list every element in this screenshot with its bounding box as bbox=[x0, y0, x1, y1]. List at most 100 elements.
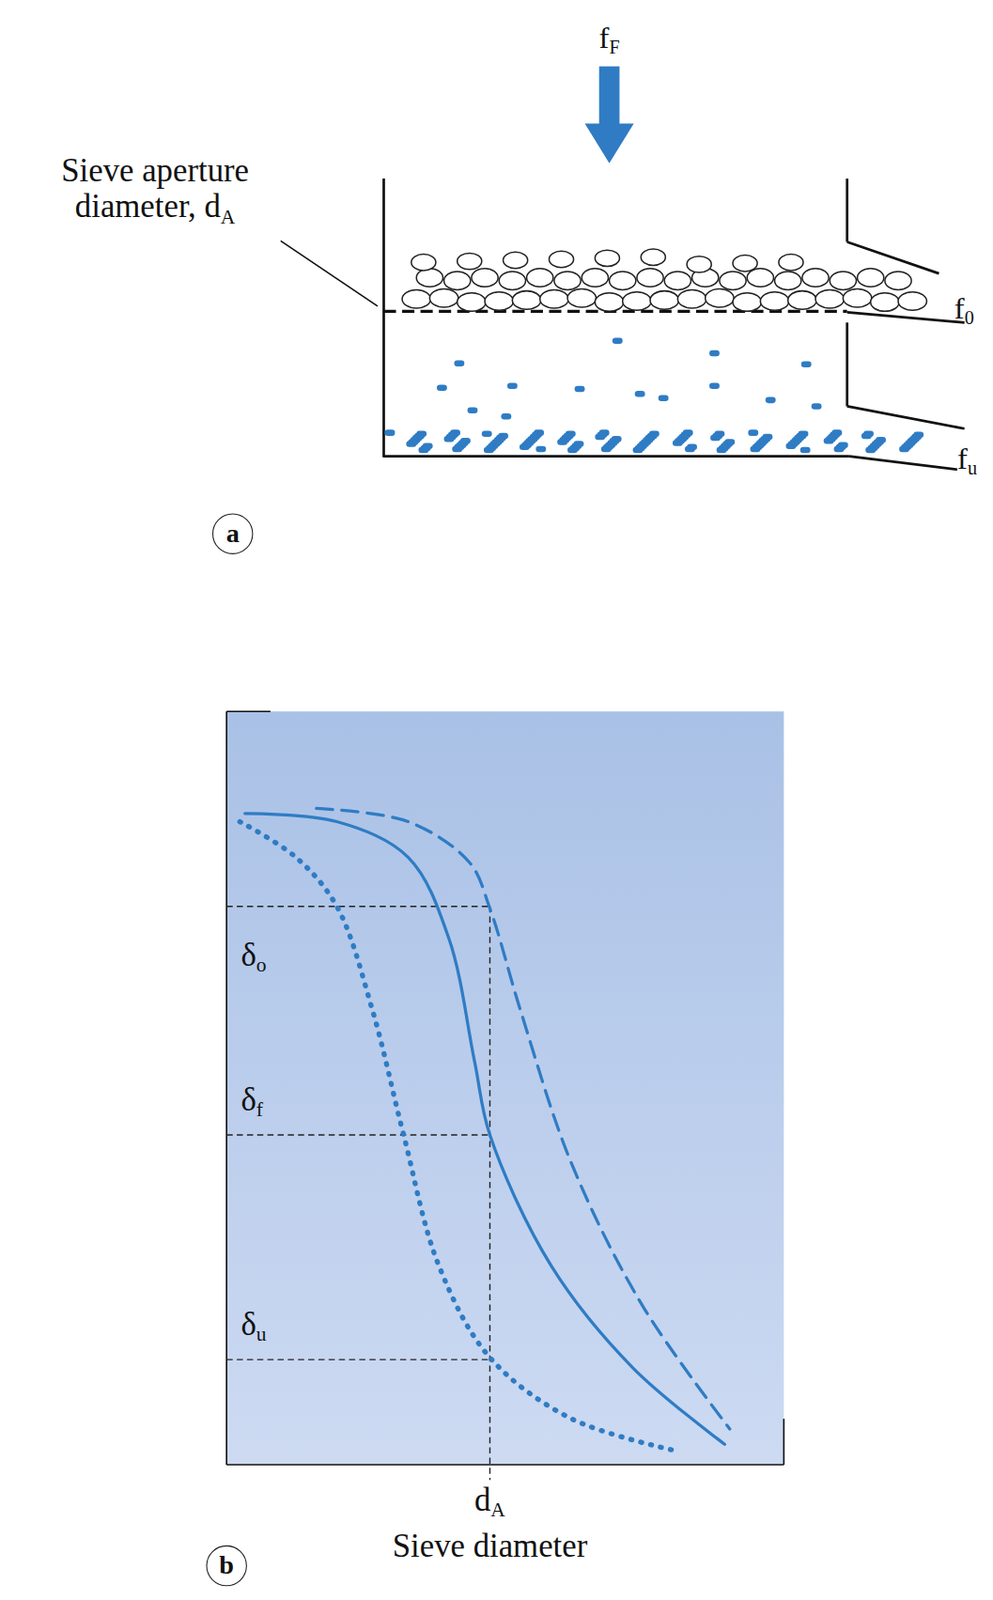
fine-particle bbox=[765, 397, 776, 404]
fine-particle bbox=[500, 413, 512, 420]
axis-value: δu bbox=[240, 1306, 266, 1347]
coarse-particle bbox=[540, 290, 569, 310]
coarse-particle bbox=[527, 268, 554, 288]
fine-particle bbox=[861, 433, 872, 440]
fine-particle bbox=[750, 446, 761, 453]
fine-particle bbox=[519, 444, 530, 451]
fine-particle bbox=[823, 437, 835, 445]
fine-particle bbox=[635, 390, 646, 398]
coarse-particle bbox=[498, 271, 526, 291]
coarse-particles bbox=[402, 248, 927, 311]
fine-particle bbox=[865, 447, 876, 454]
coarse-particle bbox=[512, 291, 541, 311]
axis-title: Sieve diameter bbox=[392, 1527, 589, 1564]
coarse-particle bbox=[471, 268, 498, 288]
fine-particle bbox=[716, 447, 728, 454]
fine-particles bbox=[385, 338, 925, 454]
fine-particle bbox=[594, 434, 606, 441]
coarse-particle bbox=[870, 293, 900, 312]
coarse-particle bbox=[842, 288, 871, 308]
fine-particle bbox=[574, 386, 586, 393]
coarse-particle bbox=[402, 290, 431, 310]
fine-particle bbox=[710, 434, 721, 442]
coarse-particle bbox=[457, 293, 486, 312]
coarse-particle bbox=[705, 288, 734, 308]
fine-particle bbox=[535, 446, 546, 453]
fine-particle bbox=[453, 359, 465, 367]
coarse-particle bbox=[636, 268, 664, 288]
fine-particle bbox=[444, 435, 455, 443]
coarse-particle bbox=[554, 271, 581, 291]
fine-particle bbox=[483, 447, 495, 454]
curve bbox=[316, 807, 730, 1429]
fine-particle bbox=[800, 447, 811, 454]
coarse-particle bbox=[429, 288, 458, 308]
flow-label: fF bbox=[599, 20, 621, 59]
coarse-particle bbox=[719, 271, 746, 291]
coarse-particle bbox=[411, 254, 436, 271]
fine-particle bbox=[834, 446, 845, 453]
fine-particle bbox=[385, 429, 396, 436]
fine-particle bbox=[786, 442, 797, 450]
fine-particle bbox=[633, 447, 644, 454]
coarse-particle bbox=[760, 292, 789, 311]
axis-value: δf bbox=[240, 1082, 264, 1122]
flow-label: f0 bbox=[954, 291, 975, 329]
fine-particle bbox=[747, 429, 759, 436]
coarse-particle bbox=[829, 271, 856, 291]
coarse-particle bbox=[815, 290, 844, 310]
fine-particle bbox=[418, 447, 429, 454]
axis-value: dA bbox=[474, 1481, 506, 1521]
fine-particle bbox=[709, 350, 720, 357]
fine-particle bbox=[899, 446, 910, 453]
coarse-particle bbox=[664, 271, 691, 291]
coarse-particle bbox=[884, 271, 912, 291]
coarse-particle bbox=[594, 249, 620, 266]
coarse-particle bbox=[416, 268, 443, 288]
coarse-particle bbox=[686, 256, 712, 273]
coarse-particle bbox=[503, 251, 528, 268]
coarse-particle bbox=[677, 290, 706, 310]
fine-particle bbox=[507, 382, 518, 389]
fine-particle bbox=[658, 394, 669, 402]
fine-particle bbox=[451, 446, 463, 453]
coarse-particle bbox=[622, 292, 652, 311]
coarse-particle bbox=[788, 291, 817, 311]
sieve-box bbox=[280, 178, 965, 470]
feed-arrow bbox=[585, 66, 635, 164]
coarse-particle bbox=[548, 250, 574, 267]
fine-particle bbox=[801, 361, 812, 369]
fine-particle bbox=[612, 338, 623, 345]
aperture-label: Sieve aperture diameter, dA bbox=[22, 153, 288, 229]
panel-letter: a bbox=[212, 512, 253, 554]
fine-particle bbox=[436, 385, 448, 392]
flow-label: fu bbox=[957, 440, 978, 479]
fine-particle bbox=[567, 447, 578, 454]
coarse-particle bbox=[732, 293, 761, 312]
coarse-particle bbox=[581, 268, 608, 288]
fine-particle bbox=[672, 439, 683, 447]
coarse-particle bbox=[457, 252, 482, 269]
coarse-particle bbox=[775, 271, 802, 291]
coarse-particle bbox=[650, 291, 679, 311]
coarse-particle bbox=[640, 248, 666, 265]
curve bbox=[239, 822, 679, 1452]
coarse-particle bbox=[484, 292, 513, 311]
coarse-particle bbox=[609, 271, 637, 291]
plot bbox=[226, 711, 784, 1480]
axis-value: δo bbox=[240, 936, 266, 977]
fine-particle bbox=[684, 446, 696, 453]
fine-particle bbox=[709, 382, 720, 389]
panel-letter: b bbox=[205, 1545, 247, 1586]
coarse-particle bbox=[898, 292, 927, 311]
coarse-particle bbox=[802, 268, 829, 288]
coarse-particle bbox=[567, 288, 596, 308]
fine-particle bbox=[405, 440, 417, 448]
fine-particle bbox=[557, 438, 568, 446]
coarse-particle bbox=[444, 271, 471, 291]
coarse-particle bbox=[594, 293, 623, 312]
fine-particle bbox=[811, 403, 823, 410]
coarse-particle bbox=[857, 268, 885, 288]
fine-particle bbox=[601, 446, 612, 453]
